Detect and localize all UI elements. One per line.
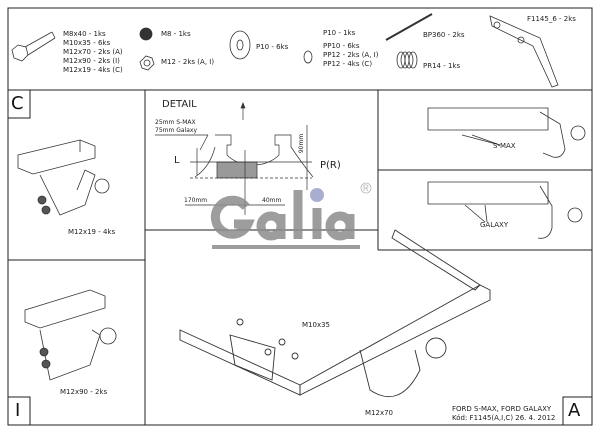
nut-m12-label: M12 - 2ks (A, I) (161, 58, 215, 66)
bracket-label: F1145_6 - 2ks (527, 15, 576, 23)
detail-pr-label: P(R) (320, 160, 341, 171)
detail-l-label: L (174, 155, 180, 166)
washer-item: PP10 - 6ks (323, 42, 360, 50)
detail-dim-right: 40mm (262, 197, 282, 204)
bracket-icon (489, 15, 559, 88)
panel-letter-i: I (15, 400, 21, 421)
spring-label: PR14 - 1ks (423, 62, 461, 70)
smax-drawing (427, 107, 586, 158)
washer-p10-icon (229, 30, 251, 60)
detail-offset-labels: 25mm S-MAX 75mm Galaxy (155, 119, 197, 135)
spring-icon (396, 51, 418, 69)
washer-p10-label: P10 - 6ks (256, 43, 289, 51)
footer-model: FORD S-MAX, FORD GALAXY (452, 405, 552, 413)
detail-height-dim: 90mm (298, 133, 306, 154)
bolt-item: M10x35 - 6ks (63, 39, 111, 47)
nut-m8-icon (139, 27, 153, 41)
washer-item: PP12 - 2ks (A, I) (323, 51, 379, 59)
offset-smax: 25mm S-MAX (155, 119, 196, 126)
cable-tie-icon (385, 13, 433, 41)
detail-dim-left: 170mm (184, 197, 208, 204)
bolt-item: M12x19 - 4ks (C) (63, 66, 123, 74)
bolt-item: M12x70 - 2ks (A) (63, 48, 123, 56)
cable-tie-label: BP360 - 2ks (423, 31, 465, 39)
offset-galaxy: 75mm Galaxy (155, 127, 198, 134)
washer-small-list: P10 - 1ks PP10 - 6ks PP12 - 2ks (A, I) P… (323, 29, 378, 69)
logo-dot (310, 188, 324, 202)
bolt-item: M8x40 - 1ks (63, 30, 106, 38)
panel-letter-a: A (568, 400, 581, 421)
nut-m8-label: M8 - 1ks (161, 30, 191, 38)
main-ball-label: M12x70 (365, 409, 393, 417)
washer-item: P10 - 1ks (323, 29, 356, 37)
nut-m12-icon (139, 55, 155, 71)
footer-info: FORD S-MAX, FORD GALAXY Kód: F1145(A,I,C… (452, 405, 555, 423)
main-bolt-label: M10x35 (302, 321, 330, 329)
registered-mark (360, 182, 372, 194)
panel-letter-c: C (11, 93, 24, 114)
outer-frame (7, 7, 593, 426)
bolt-icon (11, 44, 29, 62)
galaxy-drawing (427, 181, 583, 239)
washer-item: PP12 - 4ks (C) (323, 60, 373, 68)
main-towbar-drawing (179, 229, 491, 398)
panel-i-label: M12x90 - 2ks (60, 388, 108, 396)
footer-code: Kód: F1145(A,I,C) 26. 4. 2012 (452, 414, 556, 422)
panel-c-drawing (17, 139, 110, 216)
smax-label: S-MAX (493, 142, 516, 150)
washer-small-icon (303, 50, 313, 64)
panel-c-label: M12x19 - 4ks (68, 228, 116, 236)
logo-letter-g (210, 195, 255, 239)
parts-icons (11, 13, 559, 88)
detail-title: DETAIL (162, 99, 197, 110)
galaxy-label: GALAXY (480, 221, 509, 229)
bolt-item: M12x90 - 2ks (I) (63, 57, 120, 65)
panel-i-drawing (24, 289, 117, 381)
bolt-list: M8x40 - 1ks M10x35 - 6ks M12x70 - 2ks (A… (63, 30, 123, 75)
galia-logo (210, 182, 372, 249)
